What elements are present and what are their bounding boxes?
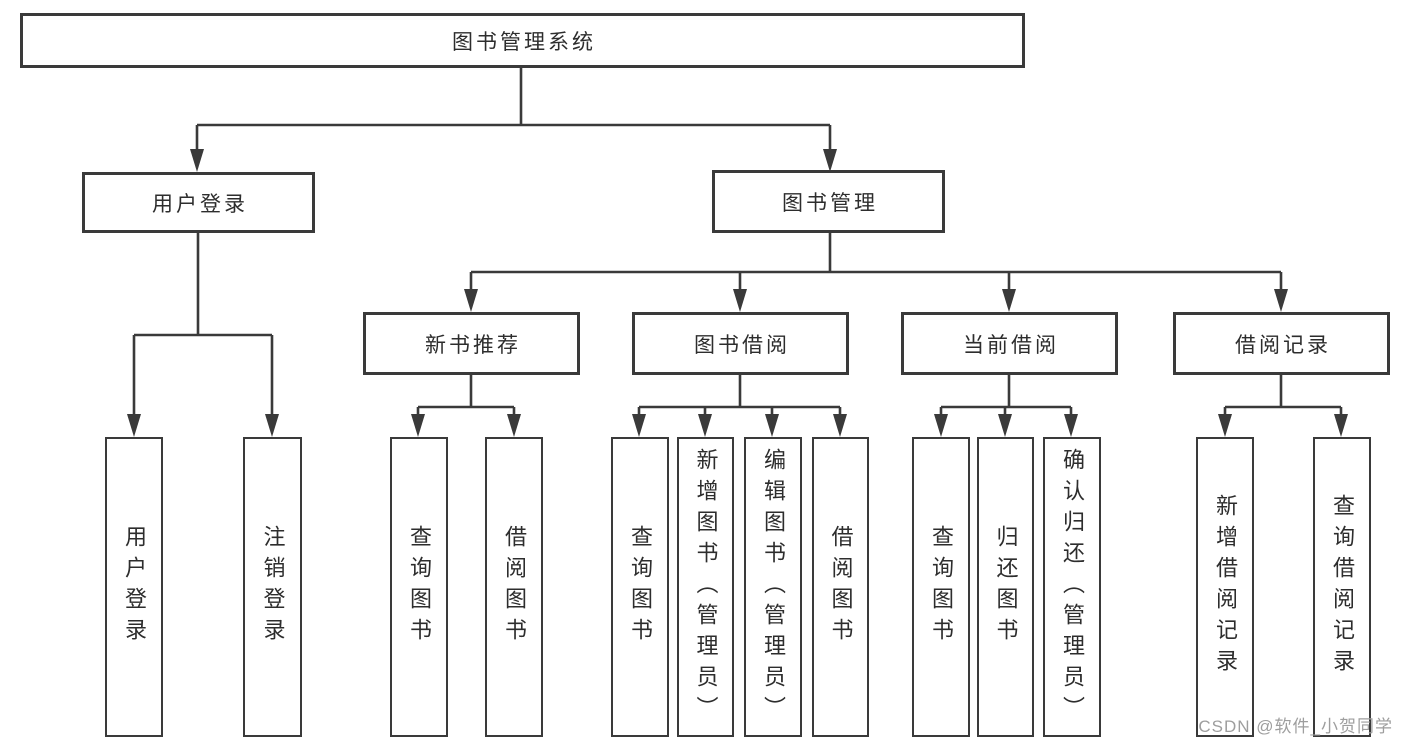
node-label: 用户登录 [152, 192, 248, 216]
watermark: CSDN @软件_小贺同学 [1198, 717, 1393, 736]
arrow-down-icon [823, 149, 837, 172]
leaf-current-return: 归还图书 [977, 437, 1034, 737]
node-book-management: 图书管理 [712, 170, 945, 233]
node-label: 新增图书（管理员） [693, 447, 719, 727]
node-label: 新书推荐 [425, 333, 521, 357]
arrow-down-icon [1064, 414, 1078, 437]
node-label: 当前借阅 [963, 333, 1059, 357]
arrow-down-icon [411, 414, 425, 437]
arrow-down-icon [190, 149, 204, 172]
node-label: 查询图书 [628, 525, 653, 649]
node-label: 查询图书 [929, 525, 954, 649]
node-label: 借阅图书 [828, 525, 854, 649]
arrow-down-icon [833, 414, 847, 437]
arrow-down-icon [998, 414, 1012, 437]
leaf-borrow-edit-admin: 编辑图书（管理员） [744, 437, 802, 737]
arrow-down-icon [765, 414, 779, 437]
leaf-current-query: 查询图书 [912, 437, 970, 737]
node-label: 新增借阅记录 [1213, 494, 1238, 680]
node-label: 图书管理 [782, 191, 878, 215]
arrow-down-icon [1218, 414, 1232, 437]
leaf-user-login: 用户登录 [105, 437, 163, 737]
node-label: 确认归还（管理员） [1060, 447, 1085, 727]
node-borrow-records: 借阅记录 [1173, 312, 1390, 375]
arrow-down-icon [1002, 289, 1016, 312]
node-library-system: 图书管理系统 [20, 13, 1025, 68]
arrow-down-icon [265, 414, 279, 437]
node-label: 用户登录 [122, 525, 147, 649]
node-user-login: 用户登录 [82, 172, 315, 233]
node-new-book-recommend: 新书推荐 [363, 312, 580, 375]
leaf-new-book-query: 查询图书 [390, 437, 448, 737]
node-label: 图书借阅 [694, 333, 790, 357]
leaf-borrow-book: 借阅图书 [812, 437, 869, 737]
leaf-new-book-borrow: 借阅图书 [485, 437, 543, 737]
arrow-down-icon [1334, 414, 1348, 437]
arrow-down-icon [632, 414, 646, 437]
node-label: 查询借阅记录 [1330, 494, 1355, 680]
node-label: 借阅图书 [502, 525, 527, 649]
leaf-records-add: 新增借阅记录 [1196, 437, 1254, 737]
node-label: 编辑图书（管理员） [761, 447, 786, 727]
leaf-logout: 注销登录 [243, 437, 302, 737]
arrow-down-icon [507, 414, 521, 437]
leaf-borrow-add-admin: 新增图书（管理员） [677, 437, 734, 737]
node-label: 图书管理系统 [452, 30, 596, 54]
arrow-down-icon [127, 414, 141, 437]
arrow-down-icon [1274, 289, 1288, 312]
node-label: 注销登录 [260, 525, 286, 649]
leaf-current-confirm-admin: 确认归还（管理员） [1043, 437, 1101, 737]
node-label: 归还图书 [993, 525, 1019, 649]
arrow-down-icon [698, 414, 712, 437]
arrow-down-icon [934, 414, 948, 437]
node-label: 查询图书 [407, 525, 432, 649]
node-book-borrowing: 图书借阅 [632, 312, 849, 375]
leaf-records-query: 查询借阅记录 [1313, 437, 1371, 737]
node-label: 借阅记录 [1235, 333, 1331, 357]
leaf-borrow-query: 查询图书 [611, 437, 669, 737]
arrow-down-icon [733, 289, 747, 312]
arrow-down-icon [464, 289, 478, 312]
node-current-borrowing: 当前借阅 [901, 312, 1118, 375]
